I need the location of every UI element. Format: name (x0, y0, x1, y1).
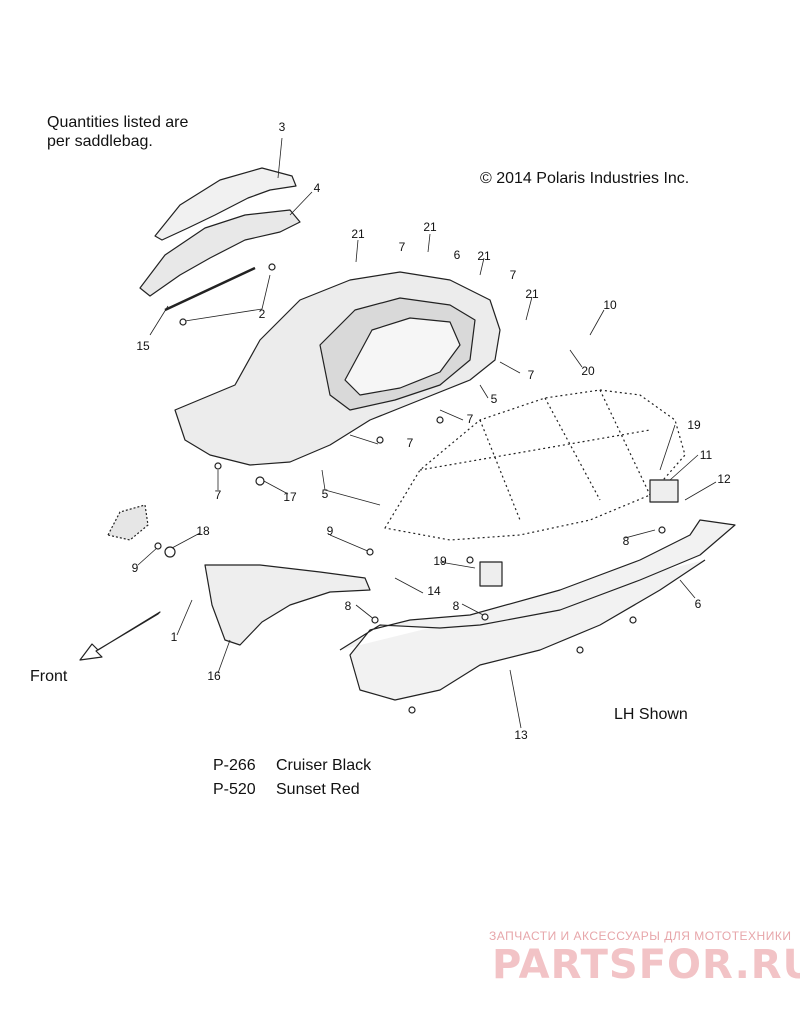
callout-7: 7 (398, 240, 406, 254)
lower-trim (339, 519, 736, 701)
callout-7: 7 (509, 268, 517, 282)
callout-8: 8 (344, 599, 352, 613)
callout-6: 6 (694, 597, 702, 611)
callout-5: 5 (490, 392, 498, 406)
callout-8: 8 (622, 534, 630, 548)
bracket-left (107, 504, 149, 541)
quantity-note-line1: Quantities listed are (47, 114, 189, 131)
callout-16: 16 (207, 669, 221, 683)
saddlebag-lid (154, 167, 297, 241)
callout-19: 19 (433, 554, 447, 568)
callout-9: 9 (326, 524, 334, 538)
callout-14: 14 (427, 584, 441, 598)
callout-5: 5 (321, 487, 329, 501)
callout-19: 19 (687, 418, 701, 432)
callout-21: 21 (477, 249, 491, 263)
bracket-11 (649, 479, 679, 503)
callout-13: 13 (514, 728, 528, 742)
callout-20: 20 (581, 364, 595, 378)
dotted-bag-outline (384, 389, 686, 541)
quantity-note-line2: per saddlebag. (47, 133, 153, 150)
callout-7: 7 (406, 436, 414, 450)
front-arrow (79, 611, 161, 661)
callout-21: 21 (423, 220, 437, 234)
callout-12: 12 (717, 472, 731, 486)
callout-8: 8 (452, 599, 460, 613)
callout-1: 1 (170, 630, 178, 644)
callout-11: 11 (699, 448, 713, 462)
bracket-19 (479, 561, 503, 587)
front-label: Front (30, 668, 68, 685)
callout-15: 15 (136, 339, 150, 353)
callout-3: 3 (278, 120, 286, 134)
callout-2: 2 (258, 307, 266, 321)
paint-code-2: P-520 (213, 781, 256, 798)
callout-7: 7 (527, 368, 535, 382)
callout-17: 17 (283, 490, 297, 504)
callout-7: 7 (466, 412, 474, 426)
paint-code-1: P-266 (213, 757, 256, 774)
lh-shown-label: LH Shown (614, 706, 688, 723)
callout-10: 10 (603, 298, 617, 312)
callout-6: 6 (453, 248, 461, 262)
copyright-notice: © 2014 Polaris Industries Inc. (480, 170, 690, 187)
callout-18: 18 (196, 524, 210, 538)
callout-21: 21 (525, 287, 539, 301)
callout-9: 9 (131, 561, 139, 575)
watermark-tagline: ЗАПЧАСТИ И АКСЕССУАРЫ ДЛЯ МОТОТЕХНИКИ (489, 929, 792, 943)
watermark-logo: PARTSFOR.RU (492, 942, 800, 988)
weatherstrip (164, 266, 256, 312)
lid-liner (139, 209, 301, 297)
front-cover (204, 564, 371, 646)
callout-4: 4 (313, 181, 321, 195)
callout-7: 7 (214, 488, 222, 502)
paint-name-1: Cruiser Black (276, 757, 372, 774)
callout-21: 21 (351, 227, 365, 241)
paint-name-2: Sunset Red (276, 781, 360, 798)
